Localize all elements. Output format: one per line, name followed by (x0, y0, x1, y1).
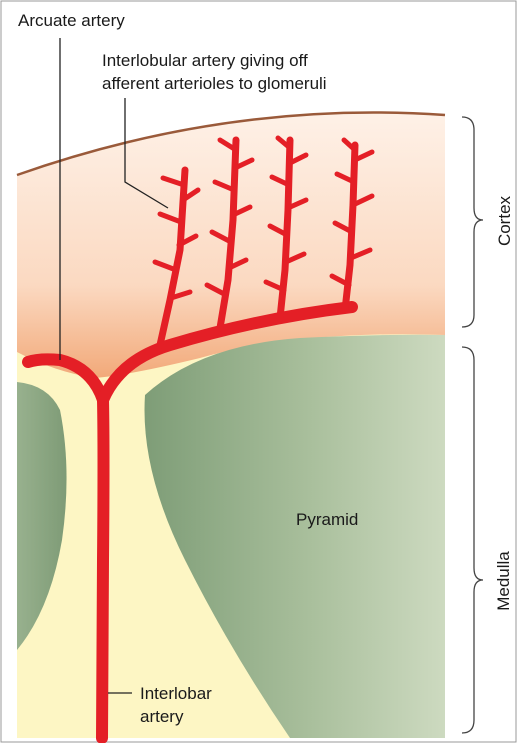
interlobular-artery-label-line2: afferent arterioles to glomeruli (102, 73, 327, 94)
cortex-label: Cortex (495, 191, 515, 251)
interlobar-artery-label-line1: Interlobar (140, 683, 212, 704)
interlobar-artery-label-line2: artery (140, 706, 183, 727)
interlobular-artery-label-line1: Interlobular artery giving off (102, 50, 308, 71)
interlobar-artery (102, 400, 104, 738)
pyramid-label: Pyramid (296, 509, 358, 530)
medulla-label: Medulla (494, 545, 514, 617)
arcuate-artery-label: Arcuate artery (18, 10, 125, 31)
